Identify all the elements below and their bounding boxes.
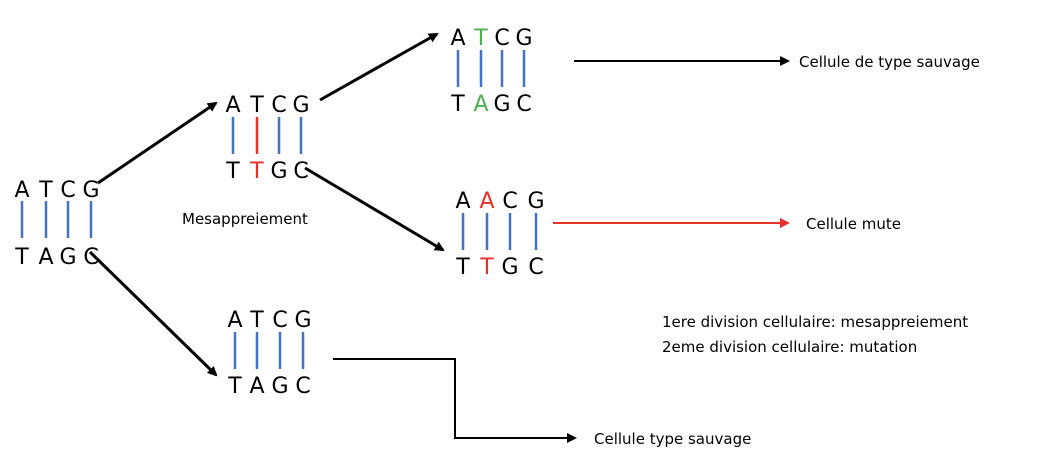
top-strand-base: G — [294, 308, 311, 333]
top-strand-base: A — [14, 178, 29, 203]
top-strand-base: A — [450, 26, 465, 51]
bottom-strand-base: G — [501, 255, 518, 280]
top-strand-base: T — [249, 308, 264, 333]
cell-wildtype-top-label: Cellule de type sauvage — [799, 53, 980, 71]
top-strand-base: C — [494, 26, 509, 51]
top-strand-base: A — [479, 189, 494, 214]
bottom-strand-base: C — [528, 255, 543, 280]
bottom-strand-base: C — [83, 245, 98, 270]
top-strand-base: C — [272, 308, 287, 333]
top-strand-base: C — [271, 93, 286, 118]
bottom-strand-base: T — [450, 92, 465, 117]
arrow-mismatch-to-gen2-wild — [319, 32, 439, 102]
bottom-strand-base: T — [14, 245, 29, 270]
legend-line-2: 2eme division cellulaire: mutation — [662, 338, 917, 356]
bottom-strand-base: C — [293, 159, 308, 184]
top-strand-base: G — [82, 178, 99, 203]
mesappariement-label: Mesappreiement — [182, 210, 308, 228]
bottom-strand-base: T — [227, 374, 242, 399]
arrow-parent-to-gen1-wild — [88, 250, 218, 377]
top-strand-base: G — [527, 189, 544, 214]
top-strand-base: A — [225, 93, 240, 118]
legend-line-1: 1ere division cellulaire: mesappreiement — [662, 313, 968, 331]
top-strand-base: C — [60, 178, 75, 203]
bottom-strand-base: T — [225, 159, 240, 184]
top-strand-base: T — [249, 93, 264, 118]
top-strand-base: T — [38, 178, 53, 203]
top-strand-base: T — [473, 26, 488, 51]
top-strand-base: A — [455, 189, 470, 214]
top-strand-base: C — [502, 189, 517, 214]
cell-mutant-label: Cellule mute — [806, 215, 901, 233]
bottom-strand-base: A — [473, 92, 488, 117]
bottom-strand-base: G — [59, 245, 76, 270]
top-strand-base: A — [227, 308, 242, 333]
bottom-strand-base: G — [493, 92, 510, 117]
bottom-strand-base: G — [271, 374, 288, 399]
bottom-strand-base: A — [249, 374, 264, 399]
bottom-strand-base: T — [455, 255, 470, 280]
bottom-strand-base: T — [479, 255, 494, 280]
bottom-strand-base: T — [249, 159, 264, 184]
bottom-strand-base: C — [516, 92, 531, 117]
arrow-mismatch-to-gen2-mutant — [304, 166, 445, 252]
arrow-parent-to-mismatch — [97, 101, 218, 185]
top-strand-base: G — [292, 93, 309, 118]
elbow-arrow-to-cell-wild-bottom — [333, 358, 577, 443]
top-strand-base: G — [515, 26, 532, 51]
bottom-strand-base: C — [295, 374, 310, 399]
cell-wildtype-bottom-label: Cellule type sauvage — [594, 430, 751, 448]
bottom-strand-base: G — [270, 159, 287, 184]
bottom-strand-base: A — [38, 245, 53, 270]
